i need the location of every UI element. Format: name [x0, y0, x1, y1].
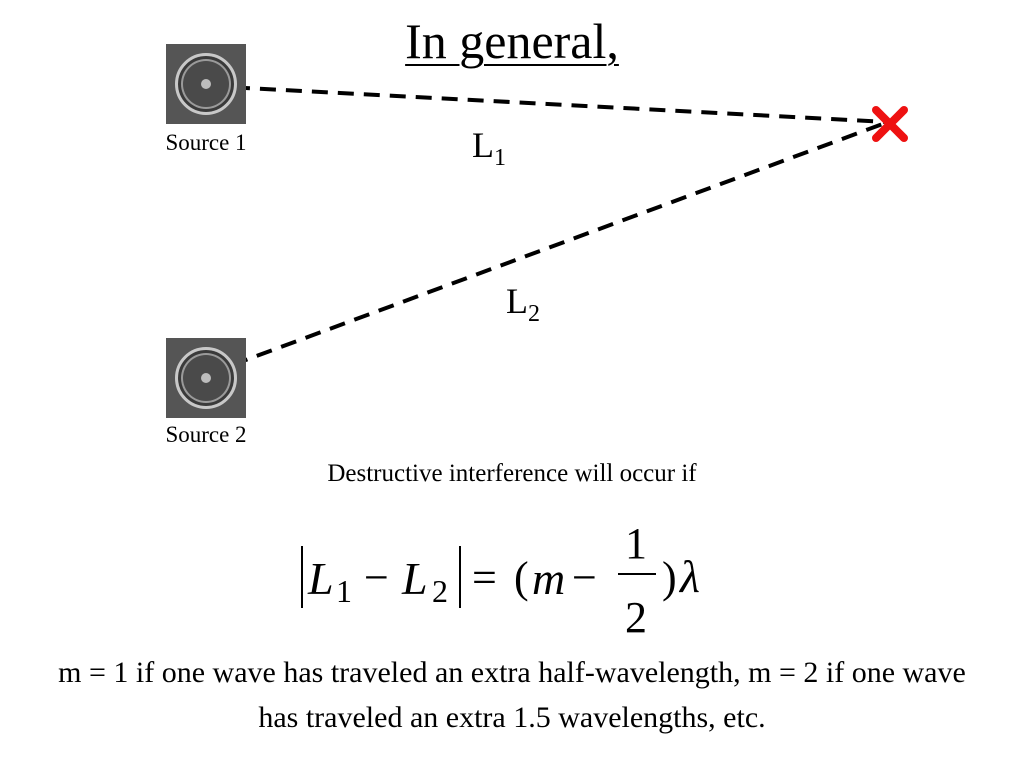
path-label-l2: L2: [506, 281, 540, 327]
source-2-label: Source 2: [165, 422, 247, 447]
source-1-label: Source 1: [165, 130, 247, 155]
eq-l2-symbol: L: [401, 553, 428, 604]
explanation-text: m = 1 if one wave has traveled an extra …: [58, 656, 966, 734]
speaker-icon: [166, 44, 246, 124]
speaker-center: [201, 79, 211, 89]
eq-l1-subscript: 1: [336, 573, 352, 609]
slide-title: In general,: [405, 13, 619, 69]
speaker-center: [201, 373, 211, 383]
destructive-interference-equation: L 1 − L 2 = ( m − 1 2 ) λ: [301, 519, 700, 640]
eq-minus-2: −: [572, 553, 597, 602]
eq-minus-1: −: [364, 553, 389, 602]
eq-open-paren: (: [514, 553, 529, 602]
eq-numerator: 1: [625, 519, 647, 568]
x-marker-icon: [872, 106, 908, 142]
eq-close-paren: ): [662, 553, 677, 602]
eq-l1-symbol: L: [307, 553, 334, 604]
interference-diagram: [207, 84, 908, 376]
eq-denominator: 2: [625, 593, 647, 640]
path-line-l1: [207, 84, 889, 124]
path-label-l1: L1: [472, 125, 506, 171]
eq-equals: =: [472, 553, 497, 602]
eq-l2-subscript: 2: [432, 573, 448, 609]
speaker-cone: [175, 347, 237, 409]
eq-lambda: λ: [678, 551, 700, 602]
condition-caption: Destructive interference will occur if: [327, 460, 697, 487]
eq-m: m: [532, 553, 565, 604]
speaker-icon: [166, 338, 246, 418]
path-line-l2: [207, 120, 889, 376]
